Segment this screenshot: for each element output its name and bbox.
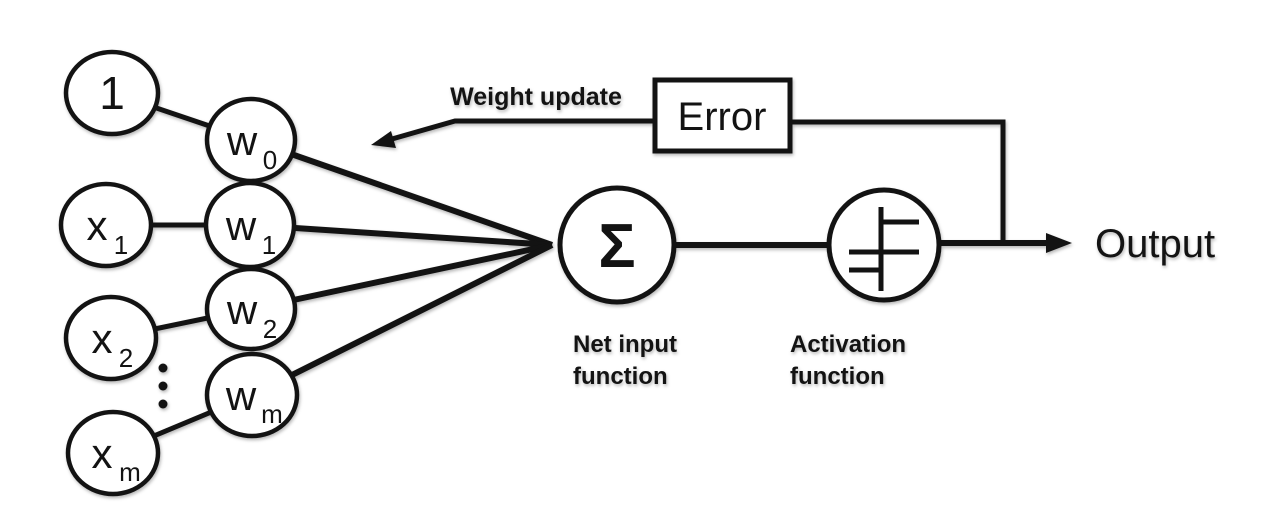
weight-node-wm-base: w [225, 372, 257, 419]
bias-node-circle [63, 49, 161, 137]
input-node-x2-sub: 2 [119, 343, 133, 373]
activation-caption-line1: Activation [790, 331, 906, 358]
sum-symbol: Σ [598, 212, 635, 281]
input-node-x1: x 1 [58, 181, 154, 269]
output-arrowhead-icon [1046, 233, 1072, 253]
net-input-caption-line2: function [573, 363, 668, 390]
wire-w2-to-sum [250, 242, 553, 312]
input-node-x1-circle [58, 181, 154, 269]
wire-w0-to-sum [250, 137, 553, 248]
input-node-x2-circle [63, 294, 159, 382]
error-box-label: Error [678, 95, 767, 139]
input-node-x2-base: x [92, 315, 113, 362]
weight-node-w1: w 1 [203, 180, 297, 270]
weight-node-w1-sub: 1 [262, 230, 276, 260]
input-node-x1-base: x [87, 202, 108, 249]
activation-node [826, 187, 942, 303]
sum-node-circle [557, 185, 677, 305]
weight-update-label: Weight update [450, 83, 622, 111]
bias-node-label: 1 [99, 67, 125, 119]
weight-node-w2-sub: 2 [263, 314, 277, 344]
input-node-x2: x 2 [63, 294, 159, 382]
step-function-icon [849, 207, 919, 291]
input-node-xm-sub: m [119, 457, 141, 487]
input-node-xm-circle [65, 409, 161, 497]
weight-node-w0-sub: 0 [263, 145, 277, 175]
activation-caption-line2: function [790, 363, 885, 390]
weight-to-sum-wires [249, 137, 554, 398]
bias-node: 1 [63, 49, 161, 137]
weight-node-wm-circle [204, 351, 300, 439]
weight-node-w0: w 0 [204, 96, 298, 184]
sum-node: Σ [557, 185, 677, 305]
error-box: Error [652, 77, 793, 154]
weight-update-arrowhead-icon [371, 131, 396, 148]
weight-node-w2-circle [204, 266, 298, 352]
wire-wm-to-sum [250, 242, 554, 398]
input-node-xm-base: x [92, 430, 113, 477]
weight-node-w0-base: w [226, 117, 258, 164]
feedback-wire-error-to-weights [384, 118, 657, 144]
input-node-xm: x m [65, 409, 161, 497]
vertical-dots-icon [158, 363, 168, 409]
input-node-x1-sub: 1 [114, 230, 128, 260]
weight-node-wm: w m [204, 351, 300, 439]
activation-node-circle [826, 187, 942, 303]
weight-node-w2: w 2 [204, 266, 298, 352]
output-label: Output [1095, 222, 1215, 266]
weight-node-w1-base: w [225, 202, 257, 249]
wire-w1-to-sum [249, 222, 553, 248]
weight-node-w2-base: w [226, 286, 258, 333]
weight-node-wm-sub: m [261, 399, 283, 429]
net-input-caption-line1: Net input [573, 331, 677, 358]
error-box-rect [652, 77, 793, 154]
feedback-wire-output-to-error [788, 119, 1006, 246]
